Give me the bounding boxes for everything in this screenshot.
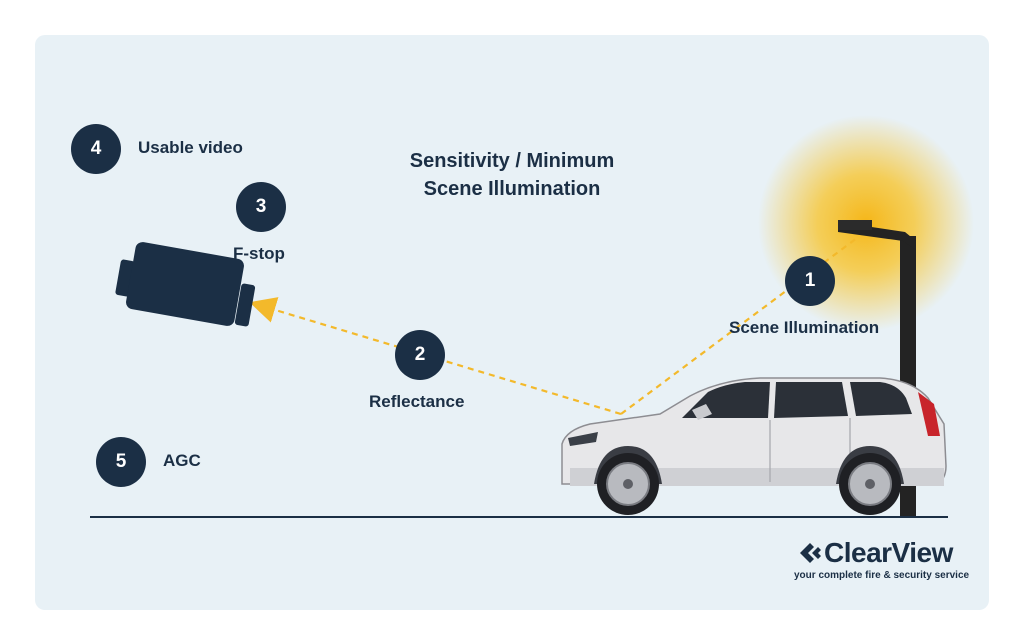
step-4-label: Usable video [138, 138, 243, 158]
logo-tagline: your complete fire & security service [794, 570, 969, 581]
step-5-badge: 5 [96, 437, 146, 487]
step-2-badge: 2 [395, 330, 445, 380]
title-line-2: Scene Illumination [362, 175, 662, 203]
step-2-label: Reflectance [369, 392, 464, 412]
clearview-mark-icon [796, 540, 822, 566]
clearview-logo: ClearView [796, 537, 953, 569]
step-5-label: AGC [163, 451, 201, 471]
step-1-label: Scene Illumination [729, 318, 879, 338]
step-3-label: F-stop [233, 244, 285, 264]
car-illustration [562, 378, 946, 515]
step-4-badge: 4 [71, 124, 121, 174]
step-1-badge: 1 [785, 256, 835, 306]
title-line-1: Sensitivity / Minimum [362, 147, 662, 175]
logo-name: ClearView [824, 537, 953, 569]
diagram-title: Sensitivity / Minimum Scene Illumination [362, 147, 662, 203]
step-3-badge: 3 [236, 182, 286, 232]
